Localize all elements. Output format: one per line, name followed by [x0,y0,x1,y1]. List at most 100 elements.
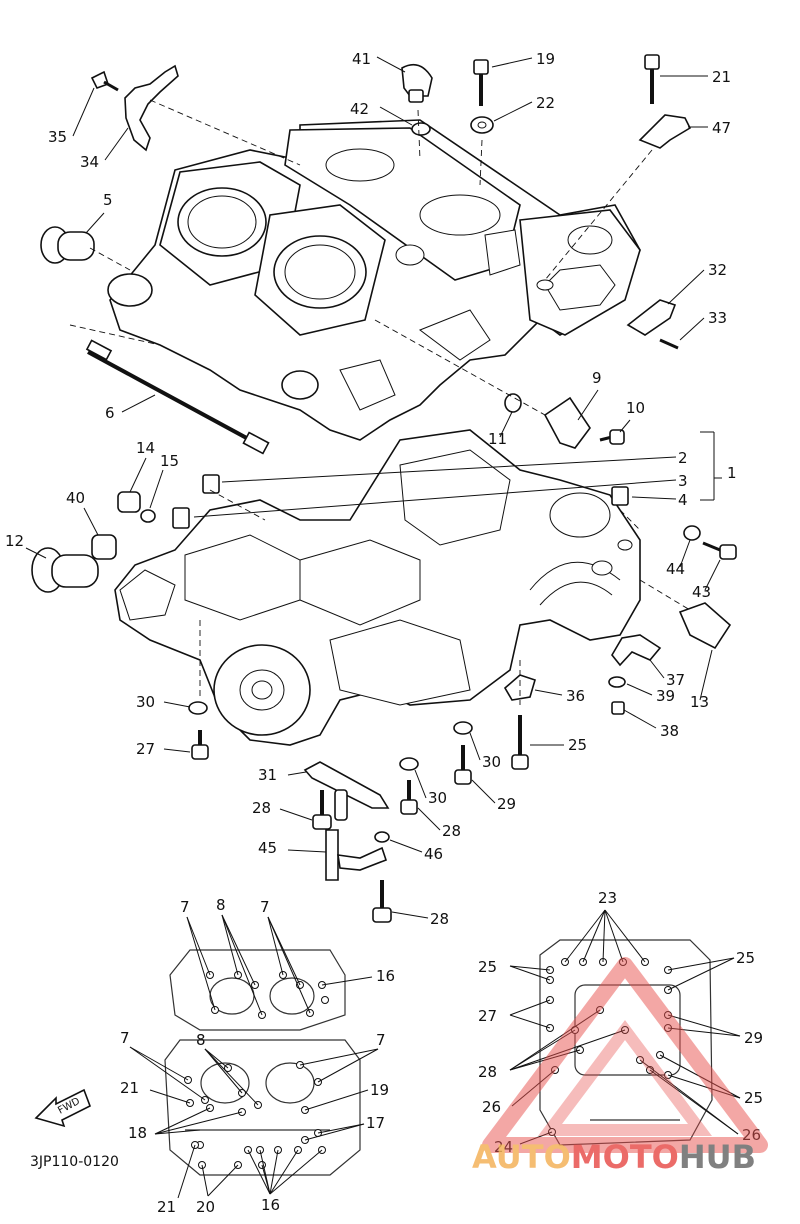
leader-line [269,1149,323,1195]
callout-39: 39 [656,687,675,705]
leader-line [602,909,606,963]
leader-line [269,1149,279,1195]
callout-36: 36 [566,687,585,705]
leader-line [493,101,533,122]
leader-line [619,419,631,433]
callout-45: 45 [258,839,277,857]
callout-46: 46 [424,845,443,863]
callout-30: 30 [482,753,501,771]
callout-25: 25 [478,958,497,976]
leader-line [577,389,599,421]
callout-13: 13 [690,693,709,711]
callout-35: 35 [48,128,67,146]
callout-6: 6 [105,404,115,422]
callout-28: 28 [430,910,449,928]
leader-line [509,1014,551,1029]
leader-line [417,807,441,831]
leader-line [389,839,423,853]
callout-23: 23 [598,889,617,907]
leader-line [499,411,513,438]
bolt-pattern-left [164,949,361,1176]
bolt-hole [321,996,329,1004]
callout-10: 10 [626,399,645,417]
leader-line [509,999,551,1016]
leader-line [379,106,413,126]
callout-25: 25 [568,736,587,754]
callout-16: 16 [261,1196,280,1214]
leader-line [279,808,313,821]
callout-8: 8 [196,1031,206,1049]
callout-30: 30 [136,693,155,711]
callout-21: 21 [120,1079,139,1097]
leader-line [623,709,657,729]
callout-4: 4 [678,491,688,509]
leader-line [321,976,373,986]
callout-29: 29 [497,795,516,813]
leader-line [267,916,311,1014]
leader-line [247,1149,271,1195]
leader-line [287,849,327,853]
callout-25: 25 [736,949,755,967]
callout-28: 28 [442,822,461,840]
leader-line [129,1046,189,1081]
watermark-triangle-icon [482,957,768,1153]
leader-line [129,1046,206,1101]
leader-line [667,1014,741,1037]
leader-line [261,1164,271,1195]
leader-line [679,539,691,568]
leader-line [564,909,606,963]
callout-27: 27 [136,740,155,758]
leader-line [121,394,156,413]
callout-41: 41 [352,50,371,68]
leader-line [269,1149,299,1195]
callout-27: 27 [478,1007,497,1025]
callout-7: 7 [376,1031,386,1049]
callout-43: 43 [692,583,711,601]
leader-line [391,911,429,919]
leader-line [679,317,705,341]
leader-line [221,914,239,976]
leader-line [221,914,256,986]
leader-line [72,87,95,137]
leader-line [204,1048,259,1106]
automotohub-watermark: AUTOMOTOHUB [472,957,768,1176]
callout-32: 32 [708,261,727,279]
leader-line [204,1048,229,1069]
leader-line [267,916,284,976]
callout-28: 28 [478,1063,497,1081]
leader-line [177,1144,196,1199]
upper-crankcase [107,119,641,441]
callout-14: 14 [136,439,155,457]
callout-42: 42 [350,100,369,118]
leader-line [376,56,406,73]
leader-line [469,732,481,761]
callout-20: 20 [196,1198,215,1216]
callout-21: 21 [157,1198,176,1216]
leader-line [204,1048,243,1094]
leader-line [604,909,646,963]
callout-8: 8 [216,896,226,914]
callout-15: 15 [160,452,179,470]
leader-line [649,1069,739,1135]
leader-line [317,1048,379,1083]
leader-line [85,212,105,234]
leader-line [149,1089,191,1104]
leader-line [163,701,191,708]
leader-line [221,914,263,1016]
callout-18: 18 [128,1124,147,1142]
watermark-auto: AUTO [472,1138,571,1176]
leader-line [509,965,551,981]
callout-31: 31 [258,766,277,784]
leader-line [154,1111,243,1135]
callout-2: 2 [678,449,688,467]
svg-text:AUTOMOTOHUB: AUTOMOTOHUB [472,1138,756,1176]
leader-line [667,269,705,305]
callout-44: 44 [666,560,685,578]
leader-line [471,779,496,804]
leader-lines [25,56,741,1199]
leader-line [193,479,677,518]
callout-30: 30 [428,789,447,807]
fwd-arrow: FWD [34,1088,92,1128]
callout-33: 33 [708,309,727,327]
leader-line [667,957,735,991]
